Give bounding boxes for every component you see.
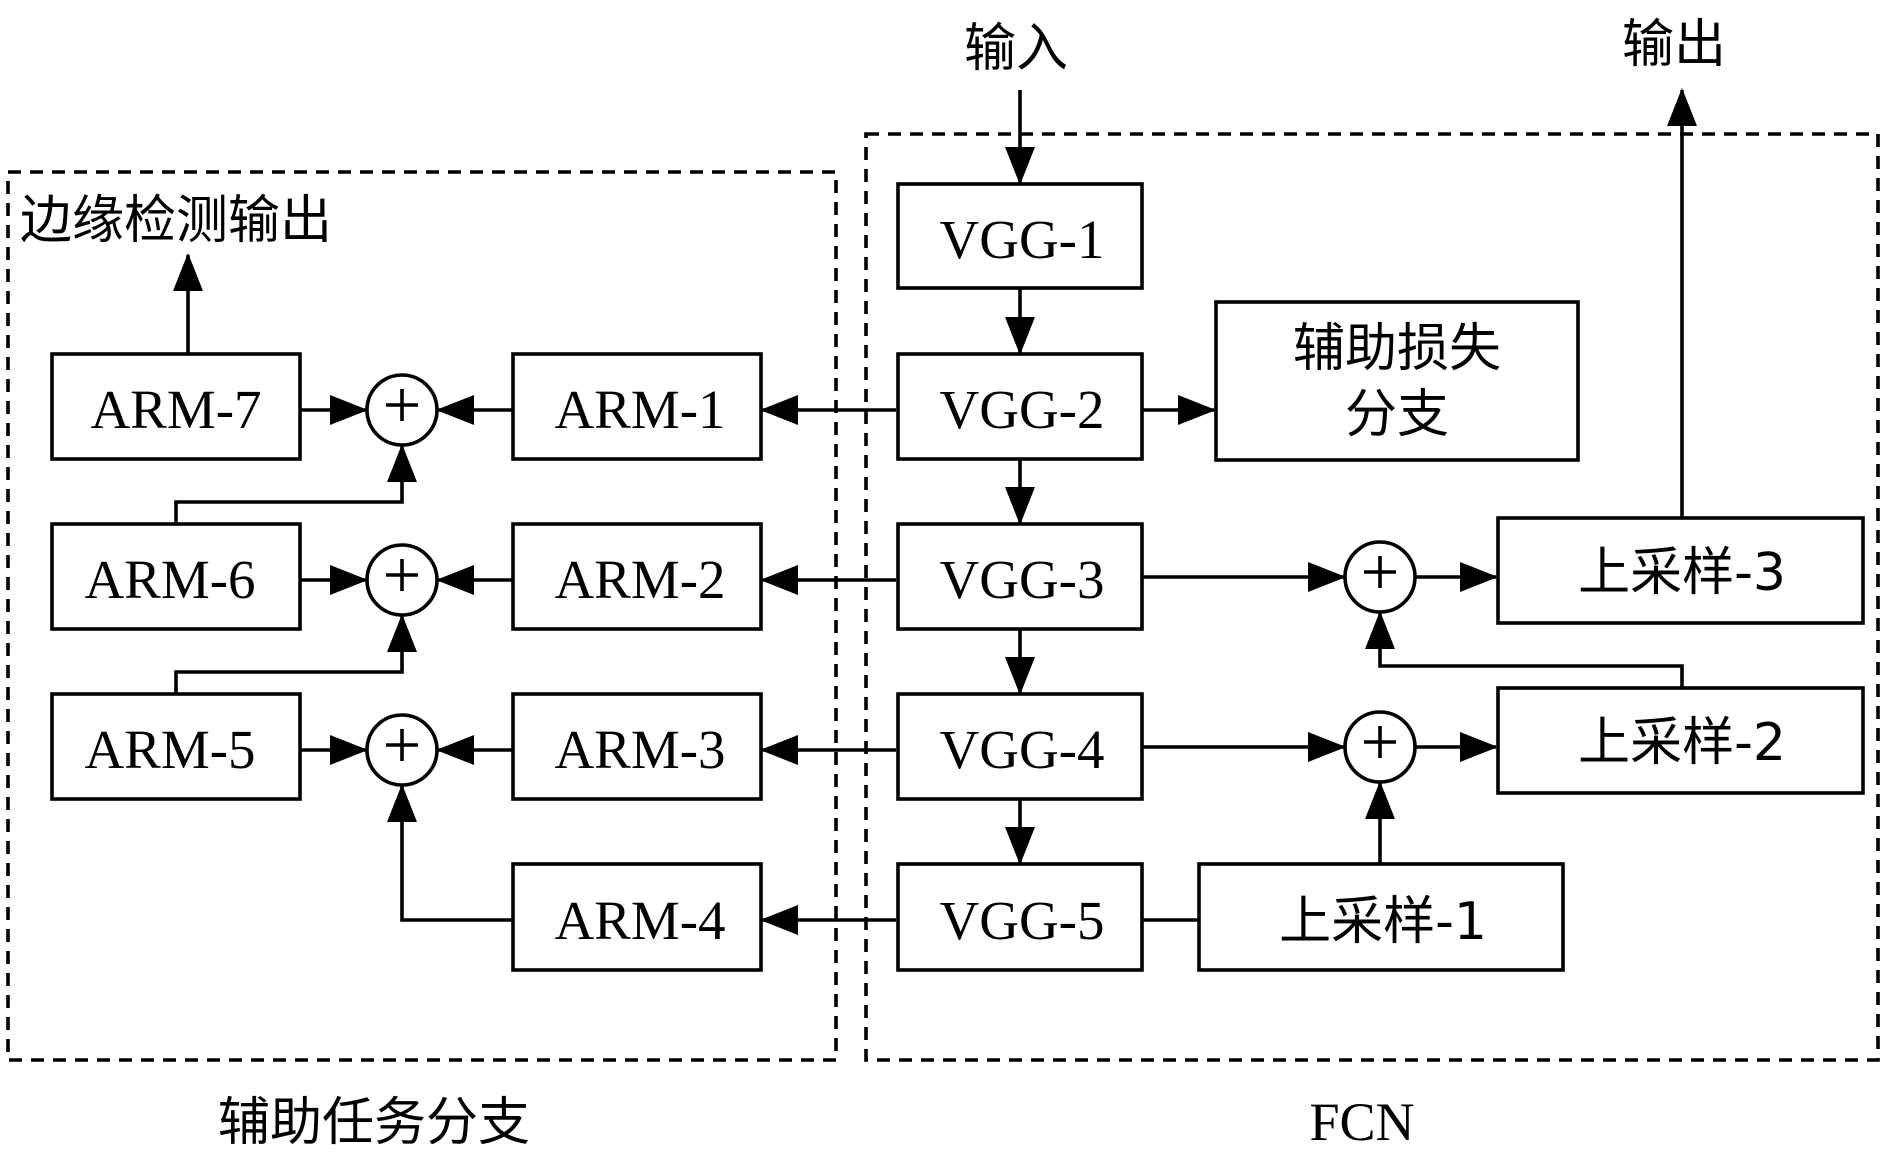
vgg-3-box: [896, 522, 1144, 631]
arm-5-box: [50, 692, 302, 801]
fcn-caption: FCN: [1309, 1092, 1414, 1152]
arm-4-label: ARM-4: [554, 890, 725, 951]
sum-node-right-1: [1343, 710, 1417, 784]
vgg-2-label: VGG-2: [940, 379, 1105, 440]
upsample-3-label: 上采样-3: [1578, 543, 1786, 603]
vgg-4-label: VGG-4: [940, 719, 1105, 780]
upsample-column: [1197, 516, 1865, 972]
arm-3-label: ARM-3: [554, 719, 725, 780]
aux-branch-caption: 辅助任务分支: [218, 1093, 530, 1153]
arm-7-box: [50, 352, 302, 461]
arm-column-inner: [511, 352, 763, 972]
vgg-3-label: VGG-3: [940, 549, 1105, 610]
arm-5-label: ARM-5: [84, 719, 255, 780]
upsample-2-label: 上采样-2: [1578, 713, 1786, 773]
upsample-1-box: [1197, 862, 1565, 972]
input-label: 输入: [964, 19, 1068, 79]
arm-4-box: [511, 862, 763, 972]
arm-1-box: [511, 352, 763, 461]
arm-1-label: ARM-1: [554, 379, 725, 440]
vgg-column: [896, 182, 1144, 972]
arrow-arm5-sum2: [174, 614, 417, 695]
vgg-1-box: [896, 182, 1144, 290]
fcn-region: [864, 132, 1880, 1062]
arm-6-box: [50, 522, 302, 631]
arm-3-box: [511, 692, 763, 801]
arm-2-box: [511, 522, 763, 631]
edge-output-label: 边缘检测输出: [20, 191, 332, 251]
vgg-2-box: [896, 352, 1144, 461]
vgg-1-label: VGG-1: [940, 209, 1105, 270]
arm-2-label: ARM-2: [554, 549, 725, 610]
output-label: 输出: [1622, 15, 1726, 75]
upsample-3-box: [1496, 516, 1865, 625]
upsample-2-box: [1496, 686, 1865, 795]
vgg-5-box: [896, 862, 1144, 972]
arrow-up2-sumR2: [1365, 611, 1684, 688]
arrow-arm6-sum1: [174, 444, 417, 525]
vgg-4-box: [896, 692, 1144, 801]
arm-7-label: ARM-7: [90, 379, 261, 440]
vgg-5-label: VGG-5: [940, 890, 1105, 951]
sum-node-left-3: [365, 713, 439, 787]
aux-loss-label-line2: 分支: [1345, 385, 1449, 445]
sum-node-left-2: [365, 543, 439, 617]
arrow-arm4-sum3: [387, 784, 512, 922]
arm-column-outer: [50, 352, 302, 801]
aux-loss-label-line1: 辅助损失: [1293, 319, 1501, 379]
aux-loss-box: [1214, 300, 1580, 462]
sum-node-right-2: [1343, 540, 1417, 614]
arm-6-label: ARM-6: [84, 549, 255, 610]
upsample-1-label: 上采样-1: [1279, 892, 1487, 952]
sum-node-left-1: [365, 373, 439, 447]
